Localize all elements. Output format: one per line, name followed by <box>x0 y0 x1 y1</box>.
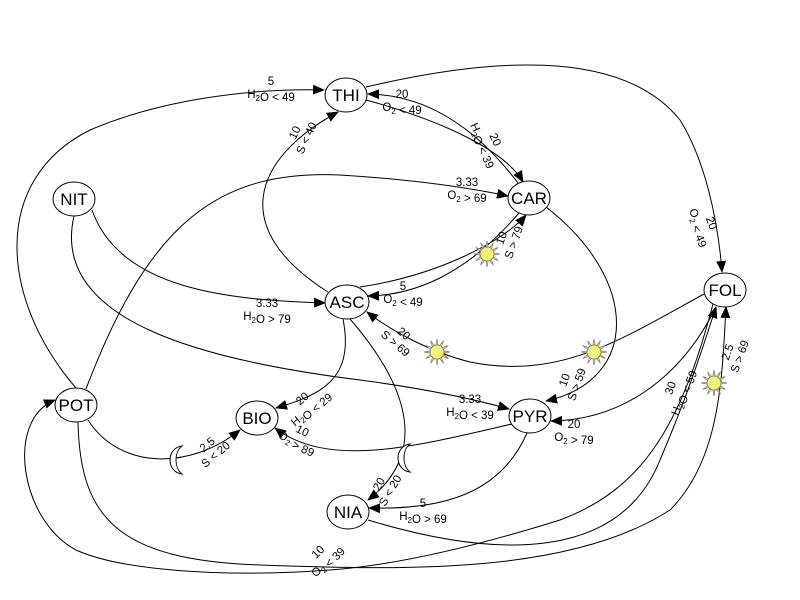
node-thi[interactable]: THI <box>324 77 368 113</box>
edge-pot-thi <box>16 84 325 389</box>
edge-weight: 10 <box>287 125 303 142</box>
edge-car-thi <box>367 89 519 184</box>
nodes: THI CAR NIT ASC FOL POT BIO PYR NIA <box>52 77 747 530</box>
moon-icon <box>397 443 412 473</box>
edge-asc-bio <box>275 318 346 410</box>
edge-thi-car <box>365 99 524 183</box>
node-label: NIT <box>60 190 87 209</box>
node-label: THI <box>332 86 359 105</box>
edge-condition: H2O > 69 <box>399 511 447 526</box>
edge-label-car-pyr: 10S > 59 <box>557 367 588 403</box>
edge-condition: H2O < 49 <box>247 89 295 104</box>
edge-asc-nia <box>349 318 406 501</box>
edge-condition: O2 < 49 <box>383 294 422 309</box>
edge-weight: 3.33 <box>456 177 478 189</box>
edge-fol-pot <box>24 303 714 574</box>
edge-weight: 5 <box>420 498 426 510</box>
edge-label-pot-bio: 2.5S < 20 <box>198 435 233 470</box>
node-nit[interactable]: NIT <box>52 181 96 217</box>
node-label: PYR <box>513 407 548 426</box>
edge-nia-fol <box>367 306 718 546</box>
edge-condition: O2 > 79 <box>554 432 593 447</box>
edge-weight: 20 <box>486 132 502 149</box>
node-label: POT <box>59 396 94 415</box>
node-label: FOL <box>708 281 741 300</box>
edge-weight: 20 <box>294 390 312 407</box>
edge-weight: 3.33 <box>459 394 481 406</box>
edge-nit-pyr <box>71 215 510 411</box>
edge-weight: 20 <box>371 476 388 493</box>
moon-icon <box>169 445 184 475</box>
edge-condition: O2 > 69 <box>447 190 486 205</box>
edge-pyr-bio <box>274 423 513 452</box>
sun-icon <box>473 240 501 268</box>
node-car[interactable]: CAR <box>507 180 551 216</box>
node-label: NIA <box>334 503 363 522</box>
edge-asc-car <box>359 214 527 288</box>
edge-label-car-asc: 5O2 < 49 <box>383 281 422 309</box>
edge-condition: O2 < 49 <box>382 102 421 117</box>
edge-weight: 10 <box>294 423 311 439</box>
edge-weight: 10 <box>557 372 573 388</box>
edge-condition: H2O < 39 <box>446 407 494 422</box>
edge-weight: 3.33 <box>256 298 278 310</box>
edge-condition: H2O < 29 <box>289 389 335 431</box>
edge-car-asc <box>367 212 520 301</box>
edge-asc-thi <box>262 111 339 293</box>
node-pyr[interactable]: PYR <box>508 398 552 434</box>
edge-weight: 20 <box>568 419 581 431</box>
node-asc[interactable]: ASC <box>324 284 370 320</box>
edge-pot-car <box>85 174 509 390</box>
sun-icon <box>580 338 608 366</box>
edge-thi-fol <box>365 64 727 273</box>
edge-car-pyr <box>545 206 617 404</box>
node-label: BIO <box>242 409 271 428</box>
edges <box>16 64 731 574</box>
edge-condition: H2O > 79 <box>243 311 291 326</box>
edge-nit-asc <box>91 209 326 308</box>
edge-weight: 5 <box>268 76 274 88</box>
node-nia[interactable]: NIA <box>326 494 370 530</box>
edge-weight: 20 <box>396 89 409 101</box>
edge-pot-fol <box>77 306 731 569</box>
edge-weight: 10 <box>310 544 328 562</box>
edge-pot-bio <box>87 419 241 460</box>
node-label: ASC <box>330 293 365 312</box>
edge-fol-pyr <box>550 306 717 426</box>
edge-weight: 2.5 <box>720 343 737 362</box>
sun-icon <box>700 369 728 397</box>
edge-weight: 30 <box>663 380 679 396</box>
edge-weight: 20 <box>703 215 719 231</box>
edge-label-asc-nia: 20S < 20 <box>371 473 404 508</box>
node-pot[interactable]: POT <box>54 387 98 423</box>
node-fol[interactable]: FOL <box>703 272 747 308</box>
sun-icon <box>423 338 451 366</box>
edge-weight: 5 <box>400 281 406 293</box>
edge-fol-asc <box>366 293 705 367</box>
icons <box>169 240 728 475</box>
node-label: CAR <box>511 189 547 208</box>
edge-weight: 10 <box>494 230 510 246</box>
edge-pyr-nia <box>368 432 528 514</box>
edge-label-asc-thi: 10S < 40 <box>287 121 319 157</box>
node-bio[interactable]: BIO <box>235 400 279 436</box>
